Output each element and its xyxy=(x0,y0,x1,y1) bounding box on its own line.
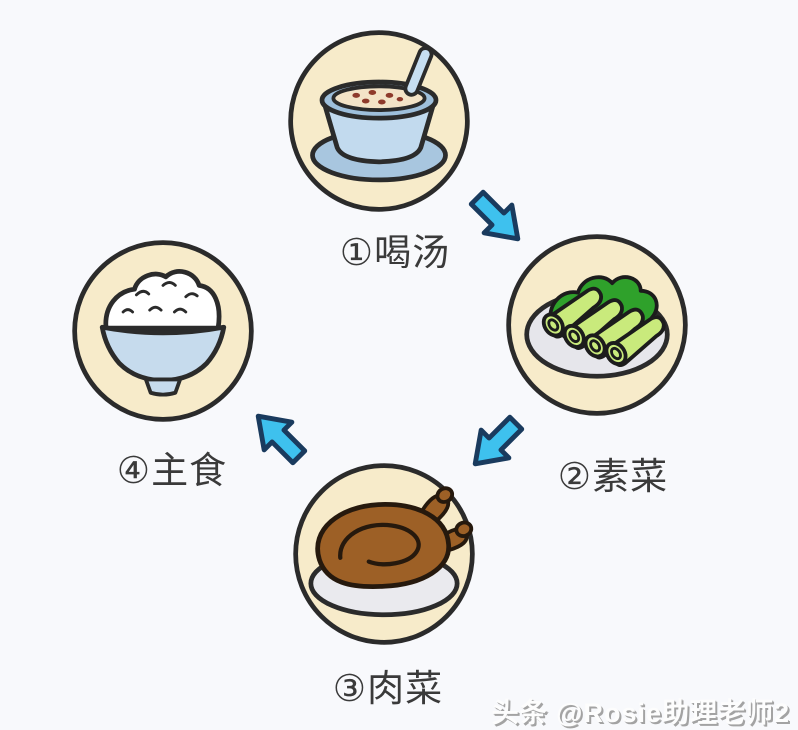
vegetable-plate-icon xyxy=(502,230,692,420)
soup-bowl-icon xyxy=(284,26,474,216)
step-label-meat: ③肉菜 xyxy=(332,668,444,709)
step-label-staple: ④主食 xyxy=(116,450,228,491)
watermark-text: 头条 @Rosie助理老师2 xyxy=(491,698,790,728)
arrow-meat-to-staple-icon xyxy=(230,388,329,487)
step-label-vegetable: ②素菜 xyxy=(557,456,669,497)
rice-bowl-icon xyxy=(68,236,258,426)
meat-dish-icon xyxy=(289,459,479,649)
arrow-vegetable-to-meat-icon xyxy=(447,394,546,493)
arrow-soup-to-vegetable-icon xyxy=(448,169,547,268)
step-label-soup: ①喝汤 xyxy=(339,232,451,273)
